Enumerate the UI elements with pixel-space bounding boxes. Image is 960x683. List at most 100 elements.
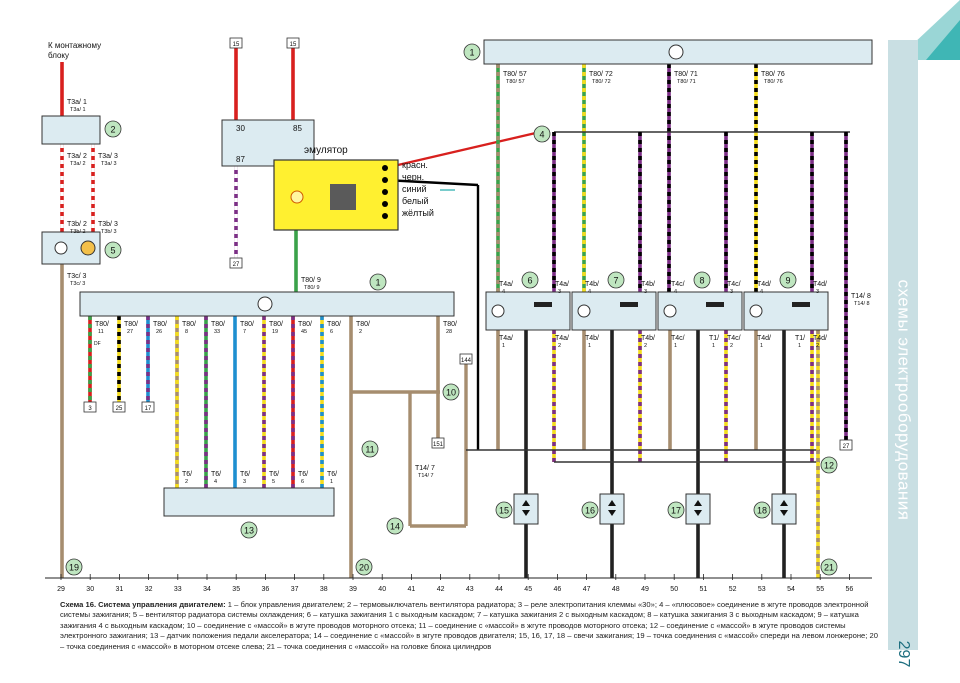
coil-icon [749, 304, 763, 318]
pin-number: T80/ 76 [764, 79, 783, 85]
pin-number: 1 [330, 479, 333, 485]
pin-label: T80/ 9 [301, 277, 321, 284]
terminal-label: 17 [145, 406, 152, 412]
pin-label: T80/ [269, 321, 283, 328]
pin-number: T3b/ 2 [70, 229, 86, 235]
feed-label: К монтажному [48, 41, 101, 50]
pin-label: T80/ 76 [761, 71, 785, 78]
terminal-box [229, 257, 243, 269]
terminal-box [83, 401, 97, 413]
component-number: 1 [469, 48, 474, 58]
grid-number: 53 [758, 586, 766, 593]
pin-number: T14/ 8 [854, 301, 870, 307]
grid-number: 42 [437, 586, 445, 593]
component-badge [607, 271, 625, 289]
component-badge [533, 125, 551, 143]
terminal-label: 15 [290, 42, 297, 48]
component-number: 11 [365, 445, 374, 455]
components-layer [41, 37, 873, 580]
pin-label: T1/ [709, 335, 719, 342]
pin-label: T4d/ [757, 335, 771, 342]
grid-number: 48 [612, 586, 620, 593]
component-badge [463, 43, 481, 61]
pin-number: 1 [798, 343, 801, 349]
pin-number: 2 [730, 343, 733, 349]
pin-label: T4b/ [585, 281, 599, 288]
pin-label: T6/ [240, 471, 250, 478]
spark-plug-icon [522, 510, 530, 516]
component-badge [386, 517, 404, 535]
component-badge [240, 521, 258, 539]
pin-label: T6/ [269, 471, 279, 478]
pin-label: T6/ [298, 471, 308, 478]
grid-number: 32 [145, 586, 153, 593]
component-badge [820, 558, 838, 576]
pin-number: 4 [674, 289, 677, 295]
pin-number: 2 [644, 343, 647, 349]
fan-motor-icon [80, 240, 96, 256]
grid-number: 46 [554, 586, 562, 593]
pin-number: T80/ 71 [677, 79, 696, 85]
spark-plug-icon [608, 500, 616, 506]
pin-label: T4c/ [671, 281, 685, 288]
grid-number: 38 [320, 586, 328, 593]
emulator-black-wire [384, 178, 479, 187]
pin-number: 8 [185, 329, 188, 335]
component-badge [361, 440, 379, 458]
component-number: 18 [757, 506, 767, 516]
grid-number: 37 [291, 586, 299, 593]
ecu-icon [668, 44, 684, 60]
pin-number: 3 [816, 289, 819, 295]
pin-label: T4a/ [499, 281, 513, 288]
emulator-wire-label: жёлтый [402, 208, 434, 218]
spark-plug-icon [522, 500, 530, 506]
caption-text: 1 – блок управления двигателем; 2 – терм… [60, 600, 878, 651]
spark-plug-icon [694, 500, 702, 506]
component-number: 14 [390, 522, 400, 532]
pin-number: 5 [272, 479, 275, 485]
emulator-terminal [382, 165, 388, 171]
grid-number: 39 [349, 586, 357, 593]
pin-label: T4a/ [555, 281, 569, 288]
emulator-wire-label: белый [402, 196, 429, 206]
pin-label: T4b/ [641, 335, 655, 342]
emulator-wire-label: синий [402, 184, 427, 194]
grid-number: 49 [641, 586, 649, 593]
pin-label: T4c/ [727, 281, 741, 288]
pin-number: 3 [558, 289, 561, 295]
pin-label: T6/ [327, 471, 337, 478]
grid-number: 51 [700, 586, 708, 593]
pin-label: T80/ 72 [589, 71, 613, 78]
ecu-box-upper [483, 39, 873, 65]
pin-label: T80/ [153, 321, 167, 328]
grid-number: 43 [466, 586, 474, 593]
component-badge [369, 273, 387, 291]
pin-number: 2 [185, 479, 188, 485]
grid-number: 54 [787, 586, 795, 593]
pin-number: 2 [359, 329, 362, 335]
emulator-wire-label: черн. [402, 172, 424, 182]
pin-label: T14/ 7 [415, 465, 435, 472]
pin-number: 4 [214, 479, 217, 485]
emulator-chip-icon [330, 184, 356, 210]
pin-label: T3b/ 3 [98, 221, 118, 228]
grid-number: 50 [670, 586, 678, 593]
pin-label: T14/ 8 [851, 293, 871, 300]
grid-number: 30 [86, 586, 94, 593]
grid-number: 47 [583, 586, 591, 593]
coil-icon [577, 304, 591, 318]
grid-number: 56 [846, 586, 854, 593]
coil-icon [663, 304, 677, 318]
pin-label: T3c/ 3 [67, 273, 87, 280]
component-number: 16 [585, 506, 595, 516]
component-badge [104, 241, 122, 259]
pin-number: 11 [98, 329, 104, 335]
grid-number: 55 [816, 586, 824, 593]
pin-number: T80/ 72 [592, 79, 611, 85]
spark-plug [771, 493, 797, 525]
grid-number: 52 [729, 586, 737, 593]
relay-pin: 30 [236, 124, 245, 133]
terminal-label: 25 [116, 406, 123, 412]
component-badge [779, 271, 797, 289]
coil-transistor-icon [792, 302, 810, 307]
